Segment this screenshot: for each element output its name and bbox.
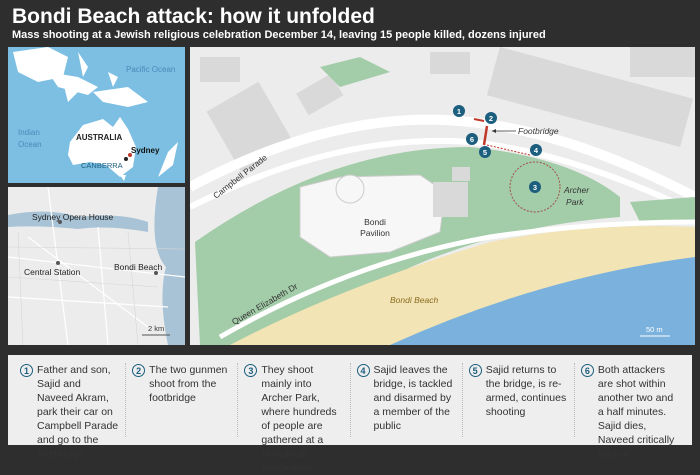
label-sydney: Sydney <box>131 146 160 155</box>
label-australia: AUSTRALIA <box>76 133 122 142</box>
step-number: 2 <box>132 364 146 377</box>
step-text: Sajid returns to the bridge, is re-armed… <box>485 364 567 418</box>
marker-2: 2 <box>489 114 493 123</box>
archer-park-shooting-area <box>509 161 561 213</box>
label-indian-ocean-1: Indian <box>18 128 40 137</box>
scale-2km: 2 km <box>148 324 164 333</box>
marker-6: 6 <box>470 135 474 144</box>
label-canberra: CANBERRA <box>81 161 123 170</box>
step-number: 1 <box>20 364 33 377</box>
step-number: 4 <box>356 364 370 377</box>
step-number: 3 <box>244 364 258 377</box>
label-pavilion-1: Bondi <box>364 217 386 227</box>
label-bondi-beach: Bondi Beach <box>390 295 438 305</box>
page-title: Bondi Beach attack: how it unfolded <box>12 5 375 28</box>
main-map: Footbridge 1 2 3 4 5 6 Campbell Parade Q… <box>190 47 695 345</box>
label-pavilion-2: Pavilion <box>360 228 390 238</box>
bondi-pavilion-building <box>299 174 446 258</box>
footbridge-line <box>482 125 489 146</box>
scale-50m: 50 m <box>646 325 663 334</box>
label-sydney-opera-house: Sydney Opera House <box>32 212 114 222</box>
marker-3: 3 <box>533 183 537 192</box>
label-bondi-beach-inset: Bondi Beach <box>114 262 162 272</box>
marker-4: 4 <box>534 146 539 155</box>
label-indian-ocean-2: Ocean <box>18 140 42 149</box>
sea <box>390 257 695 345</box>
label-archer-1: Archer <box>563 185 590 195</box>
australia-locator-map: Pacific Ocean Indian Ocean AUSTRALIA Syd… <box>8 47 185 183</box>
step-number: 6 <box>580 364 594 377</box>
step-text: They shoot mainly into Archer Park, wher… <box>261 364 337 474</box>
label-central-station: Central Station <box>24 267 80 277</box>
markers: 1 2 3 4 5 6 <box>453 105 542 193</box>
step-text: The two gunmen shoot from the footbridge <box>149 364 228 404</box>
label-archer-2: Park <box>566 197 584 207</box>
label-footbridge: Footbridge <box>518 126 559 136</box>
australia-shape <box>68 117 136 177</box>
timeline-steps: 1 Father and son, Sajid and Naveed Akram,… <box>8 355 692 474</box>
step-text: Father and son, Sajid and Naveed Akram, … <box>37 364 119 460</box>
step-text: Sajid leaves the bridge, is tackled and … <box>373 364 453 432</box>
label-pacific-ocean: Pacific Ocean <box>126 65 175 74</box>
step-number: 5 <box>468 364 482 377</box>
marker-1: 1 <box>457 107 461 116</box>
step-1: 1 Father and son, Sajid and Naveed Akram,… <box>14 363 127 460</box>
sydney-inset-map: Sydney Opera House Central Station Bondi… <box>8 187 185 345</box>
step-text: Both attackers are shot within another t… <box>597 364 675 460</box>
marker-5: 5 <box>483 148 487 157</box>
page-subtitle: Mass shooting at a Jewish religious cele… <box>12 29 546 41</box>
